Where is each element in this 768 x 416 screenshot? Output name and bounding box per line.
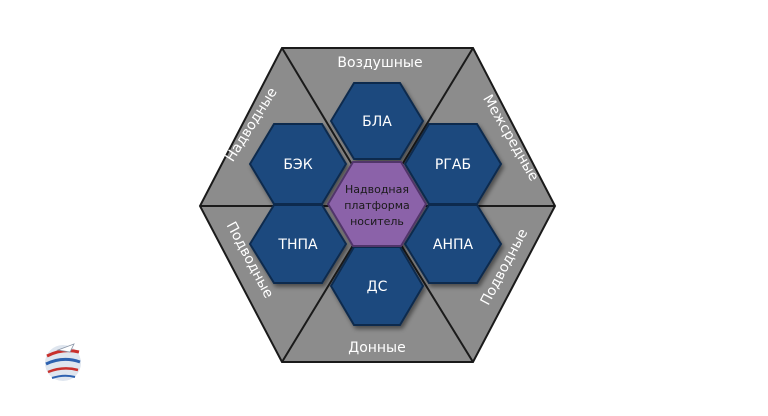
globe-swoosh-logo [45, 343, 81, 381]
center-label-line2: платформа [344, 199, 410, 212]
center-label-line3: носитель [350, 215, 404, 228]
hex-label-upper-left: БЭК [283, 157, 312, 173]
hex-label-lower-right: АНПА [433, 237, 474, 253]
hex-label-lower-left: ТНПА [277, 237, 318, 253]
center-label-line1: Надводная [345, 183, 409, 196]
sector-label-top: Воздушные [337, 55, 422, 71]
hex-lower-left: ТНПА [248, 204, 348, 284]
sector-label-bottom: Донные [348, 340, 405, 356]
hex-label-upper-right: РГАБ [435, 157, 471, 173]
hex-lower-right: АНПА [403, 204, 503, 284]
hex-top: БЛА [329, 82, 425, 160]
hex-label-top: БЛА [362, 114, 392, 130]
hex-upper-right: РГАБ [403, 123, 503, 205]
hex-label-bottom: ДС [367, 279, 388, 295]
hex-center [326, 161, 428, 247]
